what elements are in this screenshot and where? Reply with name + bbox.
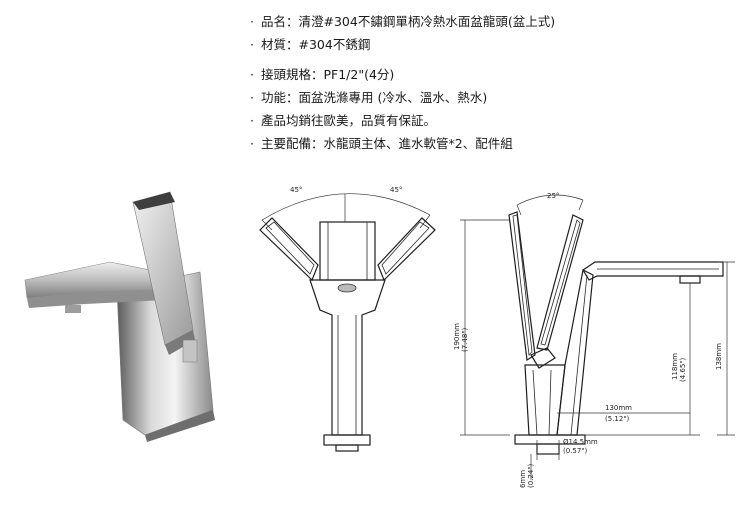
reach-inch-label: (5.12"): [605, 415, 630, 423]
diameter-label: Ø14.5mm: [563, 438, 598, 446]
angle-top-label: 25°: [547, 192, 559, 200]
front-view-drawing: 45° 45°: [259, 186, 436, 452]
side-view-drawing: 25° 190mm (7.48") 118mm (4.65") 138mm 13…: [453, 192, 735, 488]
spout-height-inch-label: (4.65"): [679, 357, 687, 382]
spec-list: ·品名：清澄#304不鏽鋼單柄冷熱水面盆龍頭(盆上式) ·材質：#304不銹鋼 …: [250, 14, 555, 159]
spec-item-equipment: ·主要配備：水龍頭主体、進水軟管*2、配件組: [250, 136, 513, 151]
height-total-inch-label: (7.48"): [461, 327, 469, 352]
thread-label: 6mm: [519, 470, 527, 488]
reach-label: 130mm: [605, 404, 632, 412]
faucet-photo: [24, 191, 215, 442]
angle-left-label: 45°: [290, 186, 302, 194]
thread-inch-label: (0.24"): [527, 463, 535, 488]
height-total-label: 190mm: [453, 323, 461, 350]
diameter-inch-label: (0.57"): [563, 447, 588, 455]
spec-item-quality: ·產品均銷往歐美，品質有保証。: [250, 113, 437, 128]
angle-right-label: 45°: [390, 186, 402, 194]
spec-item-name: ·品名：清澄#304不鏽鋼單柄冷熱水面盆龍頭(盆上式): [250, 14, 556, 29]
spec-item-function: ·功能：面盆洗滌專用 (冷水、溫水、熱水): [250, 90, 488, 105]
spec-item-material: ·材質：#304不銹鋼: [250, 37, 371, 52]
spout-height-label: 118mm: [671, 353, 679, 380]
spec-item-connector: ·接頭規格：PF1/2"(4分): [250, 67, 395, 82]
right-height-label: 138mm: [715, 343, 723, 370]
